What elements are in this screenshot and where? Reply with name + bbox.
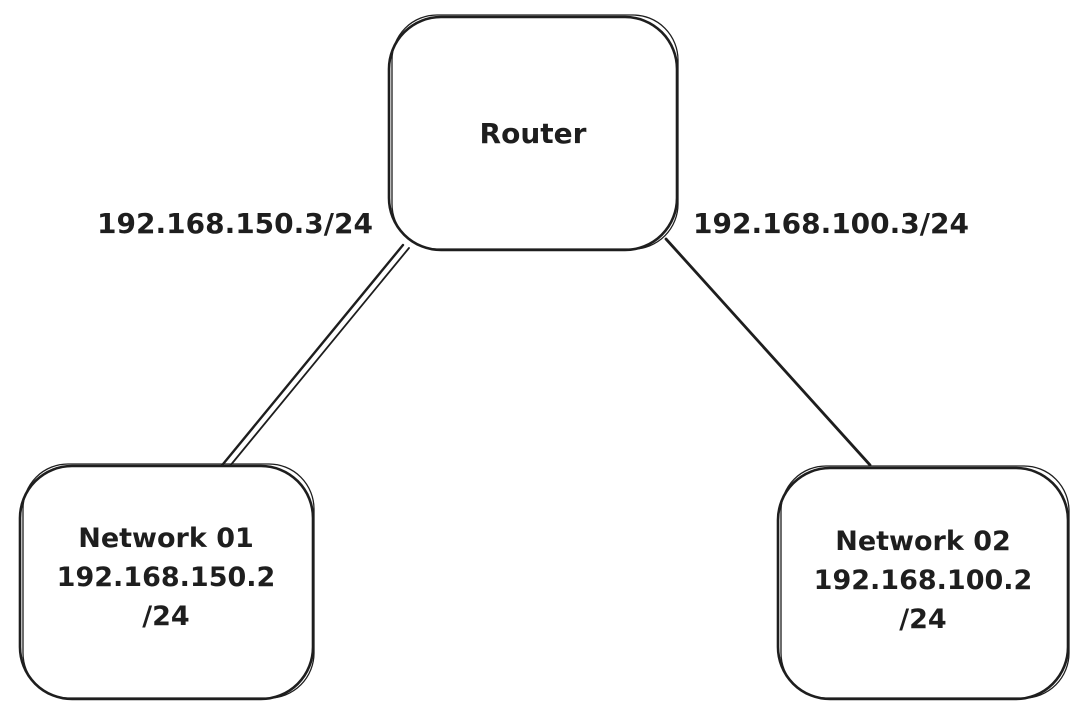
edge-router-to-network01 (217, 243, 410, 473)
network02-node-shape (776, 465, 1070, 701)
network01-node-shape (18, 463, 315, 701)
router-node-shape (387, 14, 679, 252)
edge-router-to-network02 (664, 237, 872, 467)
